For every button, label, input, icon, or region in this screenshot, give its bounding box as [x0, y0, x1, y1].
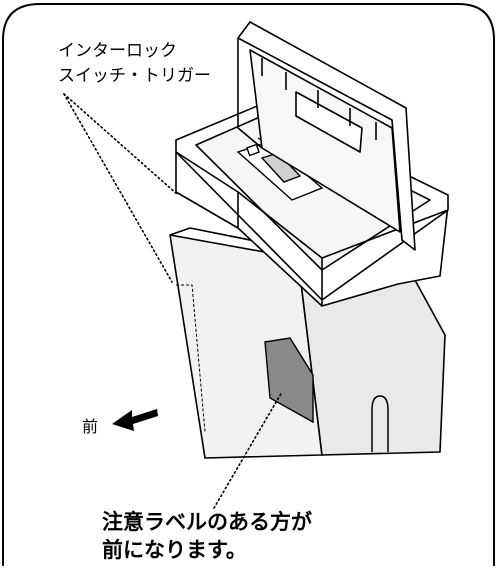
lid-window	[295, 91, 363, 153]
bin-inner-dashed	[176, 284, 206, 433]
caution-note-line2: 前になります。	[102, 538, 247, 562]
front-arrow-icon	[112, 409, 158, 431]
leader-interlock-to-bin	[63, 93, 173, 283]
caution-label	[264, 337, 314, 424]
lid-left-edge	[237, 38, 263, 149]
interlock-label-line2: スイッチ・トリガー	[58, 66, 211, 86]
caution-note-line1: 注意ラベルのある方が	[102, 510, 312, 534]
front-label: 前	[82, 417, 98, 436]
leader-interlock-to-head	[63, 93, 179, 196]
switch-button	[246, 143, 260, 157]
interlock-switch-trigger	[236, 141, 324, 201]
leader-lines	[63, 93, 283, 509]
handle-slot-icon	[371, 395, 389, 452]
lid	[237, 21, 416, 251]
panel-frame	[2, 3, 495, 566]
leader-caution	[213, 391, 283, 509]
head-right-lip	[321, 209, 449, 259]
interlock-label-line1: インターロック	[58, 41, 177, 61]
lid-outer	[237, 21, 416, 251]
lid-inner-panel	[249, 49, 401, 233]
